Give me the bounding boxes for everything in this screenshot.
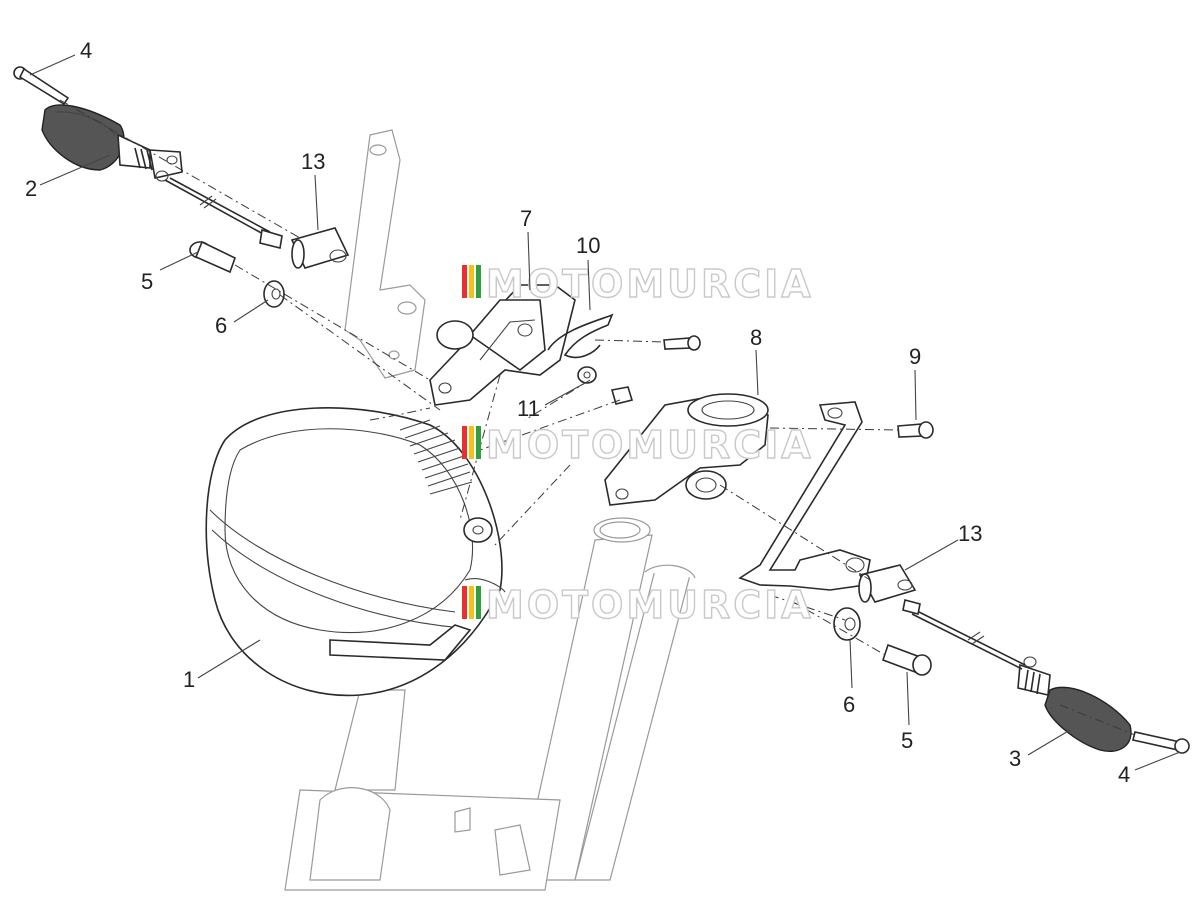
svg-text:MOTOMURCIA: MOTOMURCIA	[486, 583, 814, 627]
callout-2: 2	[25, 176, 37, 201]
part-9-bolt	[897, 421, 934, 439]
callout-6-left: 6	[215, 313, 227, 338]
part-13-right-grommet	[858, 564, 917, 603]
part-13-left-grommet	[290, 227, 350, 269]
callout-6-right: 6	[843, 692, 855, 717]
callout-11: 11	[517, 396, 540, 421]
svg-text:MOTOMURCIA: MOTOMURCIA	[486, 262, 814, 306]
callout-13-right: 13	[958, 521, 982, 546]
front-fork-ghost	[284, 517, 696, 891]
part-5-left-bolt	[189, 240, 236, 274]
part-6-left-washer	[263, 280, 285, 308]
watermark-middle: MOTOMURCIA	[462, 422, 814, 468]
callout-13-left: 13	[301, 149, 325, 174]
headlight-support-bracket	[344, 129, 426, 379]
callout-8: 8	[750, 325, 762, 350]
callout-leaders	[29, 54, 1181, 771]
part-5-right-bolt	[881, 643, 932, 676]
callout-5-right: 5	[901, 728, 913, 753]
callout-1: 1	[183, 667, 195, 692]
part-4-right-bolt	[1132, 731, 1190, 754]
svg-text:MOTOMURCIA: MOTOMURCIA	[486, 423, 814, 467]
part-2-left-indicator	[41, 104, 183, 182]
callout-5-left: 5	[141, 269, 153, 294]
part-10-wire-clip	[547, 313, 614, 359]
callout-numbers: 1 2 3 4 4 5 5 6 6 7 8 9 10 11 13 13	[25, 38, 1130, 787]
part-7-bracket	[429, 284, 576, 406]
part-4-left-bolt	[13, 66, 70, 106]
callout-10: 10	[576, 233, 600, 258]
assembly-lines	[59, 99, 1136, 736]
part-8-clamp-bracket	[604, 393, 769, 506]
part-10-screw	[663, 335, 701, 351]
part-3-right-indicator	[1017, 656, 1132, 752]
right-indicator-cable	[902, 599, 1026, 670]
watermark-top: MOTOMURCIA	[462, 261, 814, 307]
callout-9: 9	[909, 344, 921, 369]
part-11-nut-washer	[577, 366, 634, 405]
callout-7: 7	[520, 206, 532, 231]
callout-4-left: 4	[80, 38, 92, 63]
left-indicator-cable	[164, 177, 283, 249]
callout-3: 3	[1009, 746, 1021, 771]
callout-4-right: 4	[1118, 762, 1130, 787]
part-6-right-washer	[833, 607, 861, 641]
watermark-bottom: MOTOMURCIA	[462, 582, 814, 628]
part-1-headlight	[205, 406, 506, 697]
